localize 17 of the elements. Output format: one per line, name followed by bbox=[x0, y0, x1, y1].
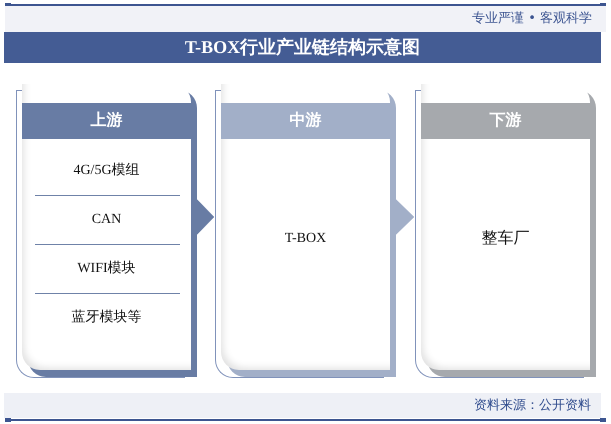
stage-card bbox=[415, 84, 596, 377]
item-text: CAN bbox=[90, 211, 122, 229]
item-text: 4G/5G模组 bbox=[72, 162, 141, 180]
stage-card bbox=[16, 84, 197, 377]
source-note: 资料来源：公开资料 bbox=[474, 397, 591, 414]
item-text: 蓝牙模块等 bbox=[70, 309, 142, 327]
title-banner: T-BOX行业产业链结构示意图 bbox=[4, 32, 601, 63]
item-text: 整车厂 bbox=[480, 230, 530, 248]
item-text: WIFI模块 bbox=[76, 260, 137, 278]
arrow bbox=[196, 199, 214, 235]
stage-card bbox=[215, 84, 396, 377]
stage-header: 下游 bbox=[421, 103, 590, 139]
stage-header: 上游 bbox=[22, 103, 191, 139]
arrow bbox=[396, 199, 414, 235]
item-text: T-BOX bbox=[284, 230, 328, 248]
stage-header: 中游 bbox=[221, 103, 390, 139]
slogan-text: 专业严谨 • 客观科学 bbox=[472, 11, 592, 27]
